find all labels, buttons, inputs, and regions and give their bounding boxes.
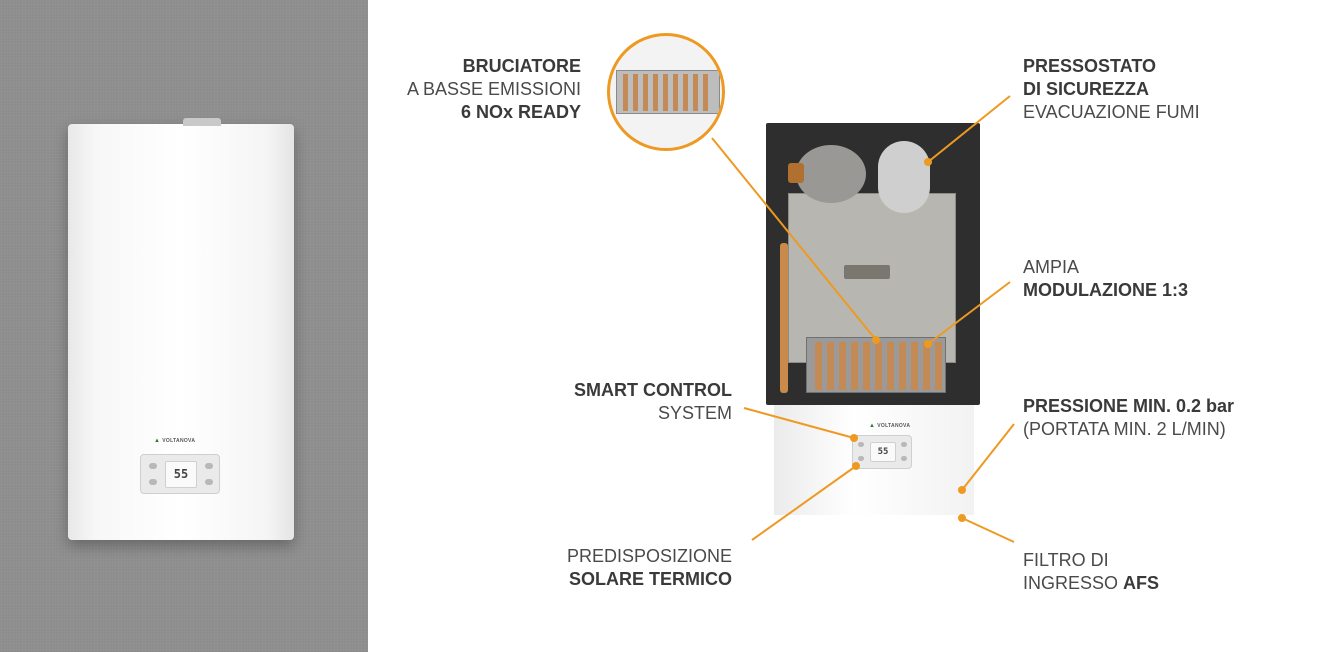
lower-cover: VOLTANOVA 55	[774, 405, 974, 515]
leader-line-solar	[751, 465, 857, 541]
callout-pressure-switch: PRESSOSTATO DI SICUREZZA EVACUAZIONE FUM…	[1023, 55, 1200, 124]
panel-button	[205, 479, 213, 485]
fan-unit	[796, 145, 866, 203]
callout-burner-line3: 6 NOx READY	[460, 102, 581, 122]
burner-detail-image	[616, 70, 720, 114]
boiler-front-view: VOLTANOVA 55	[68, 118, 294, 540]
panel-button	[858, 442, 864, 447]
callout-solar-line1: PREDISPOSIZIONE	[566, 546, 732, 566]
callout-dot-burner	[872, 336, 880, 344]
flue-pipe	[878, 141, 930, 213]
panel-button	[901, 442, 907, 447]
callout-min-pressure: PRESSIONE MIN. 0.2 bar (PORTATA MIN. 2 L…	[1023, 395, 1234, 441]
callout-solar: PREDISPOSIZIONE SOLARE TERMICO	[567, 545, 732, 591]
flue-collar	[183, 118, 221, 126]
brand-logo: VOLTANOVA	[869, 423, 910, 429]
callout-burner-title: BRUCIATORE	[462, 56, 581, 76]
control-panel: 55	[852, 435, 912, 469]
panel-button	[149, 479, 157, 485]
panel-button	[149, 463, 157, 469]
callout-filter-line2-prefix: INGRESSO	[1023, 573, 1124, 593]
callout-dot-modulation	[924, 340, 932, 348]
callout-smart-control-line2: SYSTEM	[657, 403, 732, 423]
burner-zoom-circle	[607, 33, 725, 151]
leader-line-min-pressure	[961, 423, 1015, 491]
callout-solar-line2: SOLARE TERMICO	[568, 569, 732, 589]
burner-unit	[806, 337, 946, 393]
temperature-display: 55	[870, 442, 896, 462]
copper-coil	[788, 163, 804, 183]
callout-modulation-line1: AMPIA	[1023, 257, 1080, 277]
callout-filter-line2: INGRESSO AFS	[1023, 572, 1159, 595]
bracket	[844, 265, 890, 279]
brand-logo: VOLTANOVA	[154, 438, 195, 444]
leader-line-modulation	[927, 281, 1011, 345]
callout-dot-smart-control	[850, 434, 858, 442]
callout-pressure-switch-line2: DI SICUREZZA	[1023, 79, 1149, 99]
callout-dot-filter	[958, 514, 966, 522]
control-panel: 55	[140, 454, 220, 494]
callout-min-pressure-line1: PRESSIONE MIN. 0.2 bar	[1023, 396, 1235, 416]
callout-modulation: AMPIA MODULAZIONE 1:3	[1023, 256, 1188, 302]
callout-filter: FILTRO DI INGRESSO AFS	[1023, 549, 1159, 595]
leader-line-smart-control	[743, 407, 855, 439]
temperature-display: 55	[165, 461, 197, 488]
callout-filter-line2-bold: AFS	[1123, 573, 1160, 593]
callout-dot-pressure-switch	[924, 158, 932, 166]
leader-line-pressure-switch	[927, 95, 1011, 163]
leader-line-filter	[961, 517, 1015, 543]
callout-modulation-line2: MODULAZIONE 1:3	[1023, 280, 1189, 300]
callout-burner: BRUCIATORE A BASSE EMISSIONI 6 NOx READY	[407, 55, 581, 124]
leader-line-burner	[711, 137, 877, 341]
panel-button	[901, 456, 907, 461]
panel-button	[858, 456, 864, 461]
panel-button	[205, 463, 213, 469]
callout-pressure-switch-line1: PRESSOSTATO	[1023, 56, 1157, 76]
callout-smart-control-line1: SMART CONTROL	[574, 380, 732, 400]
callout-filter-line1: FILTRO DI	[1023, 550, 1109, 570]
callout-burner-line2: A BASSE EMISSIONI	[406, 79, 581, 99]
copper-pipe	[780, 243, 788, 393]
callout-min-pressure-line2: (PORTATA MIN. 2 L/MIN)	[1023, 419, 1226, 439]
callout-dot-solar	[852, 462, 860, 470]
callout-dot-min-pressure	[958, 486, 966, 494]
callout-pressure-switch-line3: EVACUAZIONE FUMI	[1023, 102, 1200, 122]
callout-smart-control: SMART CONTROL SYSTEM	[574, 379, 732, 425]
